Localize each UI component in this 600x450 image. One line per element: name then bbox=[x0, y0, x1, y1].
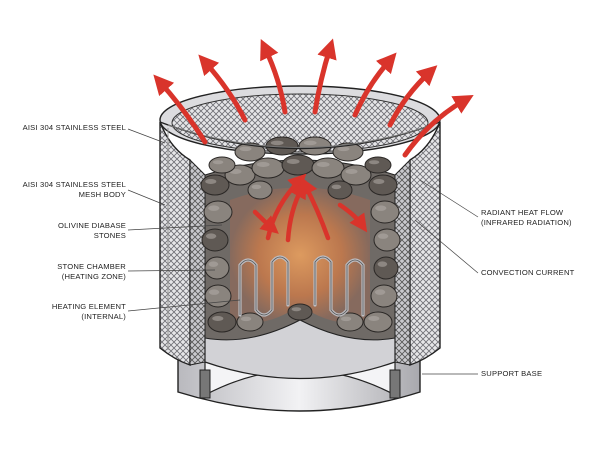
stone-highlight bbox=[337, 146, 350, 152]
stone-highlight bbox=[340, 316, 352, 322]
stone-highlight bbox=[286, 159, 300, 164]
stone bbox=[368, 174, 398, 196]
stone-chamber bbox=[200, 136, 401, 341]
stone-highlight bbox=[208, 261, 219, 267]
stone bbox=[203, 200, 233, 224]
label-heating-element: HEATING ELEMENT (INTERNAL) bbox=[51, 302, 126, 321]
stone-highlight bbox=[212, 160, 224, 165]
label-stones: OLIVINE DIABASE STONES bbox=[58, 221, 126, 240]
stone-highlight bbox=[368, 160, 380, 165]
stone bbox=[287, 303, 313, 321]
stone bbox=[373, 228, 401, 252]
stone bbox=[251, 157, 285, 179]
stone bbox=[281, 154, 315, 176]
stone-highlight bbox=[240, 316, 252, 322]
leader-lines bbox=[127, 128, 479, 375]
stone-highlight bbox=[239, 146, 252, 152]
stone bbox=[363, 311, 393, 333]
label-stone-chamber: STONE CHAMBER (HEATING ZONE) bbox=[57, 262, 126, 281]
stone bbox=[370, 200, 400, 224]
stone bbox=[204, 256, 230, 280]
stone-highlight bbox=[331, 184, 342, 190]
label-radiant-heat: RADIANT HEAT FLOW (INFRARED RADIATION) bbox=[481, 208, 572, 227]
stone bbox=[201, 228, 229, 252]
stone bbox=[373, 256, 399, 280]
stone bbox=[200, 174, 230, 196]
label-support-base: SUPPORT BASE bbox=[481, 369, 543, 378]
stone-highlight bbox=[270, 140, 284, 146]
stone-highlight bbox=[373, 179, 385, 184]
stone-highlight bbox=[208, 205, 220, 211]
stone-highlight bbox=[377, 233, 389, 239]
radiant-heat-arrows bbox=[153, 38, 474, 158]
stone bbox=[370, 284, 398, 308]
label-mesh-body: AISI 304 STAINLESS STEEL MESH BODY bbox=[22, 180, 126, 199]
stone-highlight bbox=[377, 261, 388, 267]
stone bbox=[207, 311, 237, 333]
stone-highlight bbox=[374, 289, 386, 295]
stone-highlight bbox=[212, 316, 224, 321]
stone-highlight bbox=[303, 140, 317, 146]
stone bbox=[208, 156, 236, 174]
label-stainless-steel: AISI 304 STAINLESS STEEL bbox=[22, 123, 126, 132]
stone-highlight bbox=[291, 307, 302, 312]
stone bbox=[364, 156, 392, 174]
stone-highlight bbox=[368, 316, 380, 321]
stone-highlight bbox=[205, 233, 217, 239]
label-convection: CONVECTION CURRENT bbox=[481, 268, 575, 277]
stone bbox=[204, 284, 232, 308]
stone-highlight bbox=[375, 205, 387, 211]
stone-highlight bbox=[205, 179, 217, 184]
stone bbox=[298, 136, 332, 156]
stone-highlight bbox=[251, 184, 262, 190]
stone bbox=[311, 157, 345, 179]
stone bbox=[247, 180, 273, 200]
convection-arrows bbox=[252, 173, 368, 243]
stone-highlight bbox=[345, 169, 358, 174]
stone-highlight bbox=[208, 289, 220, 295]
stone bbox=[327, 180, 353, 200]
stone-highlight bbox=[316, 162, 330, 167]
stone-highlight bbox=[256, 162, 270, 167]
